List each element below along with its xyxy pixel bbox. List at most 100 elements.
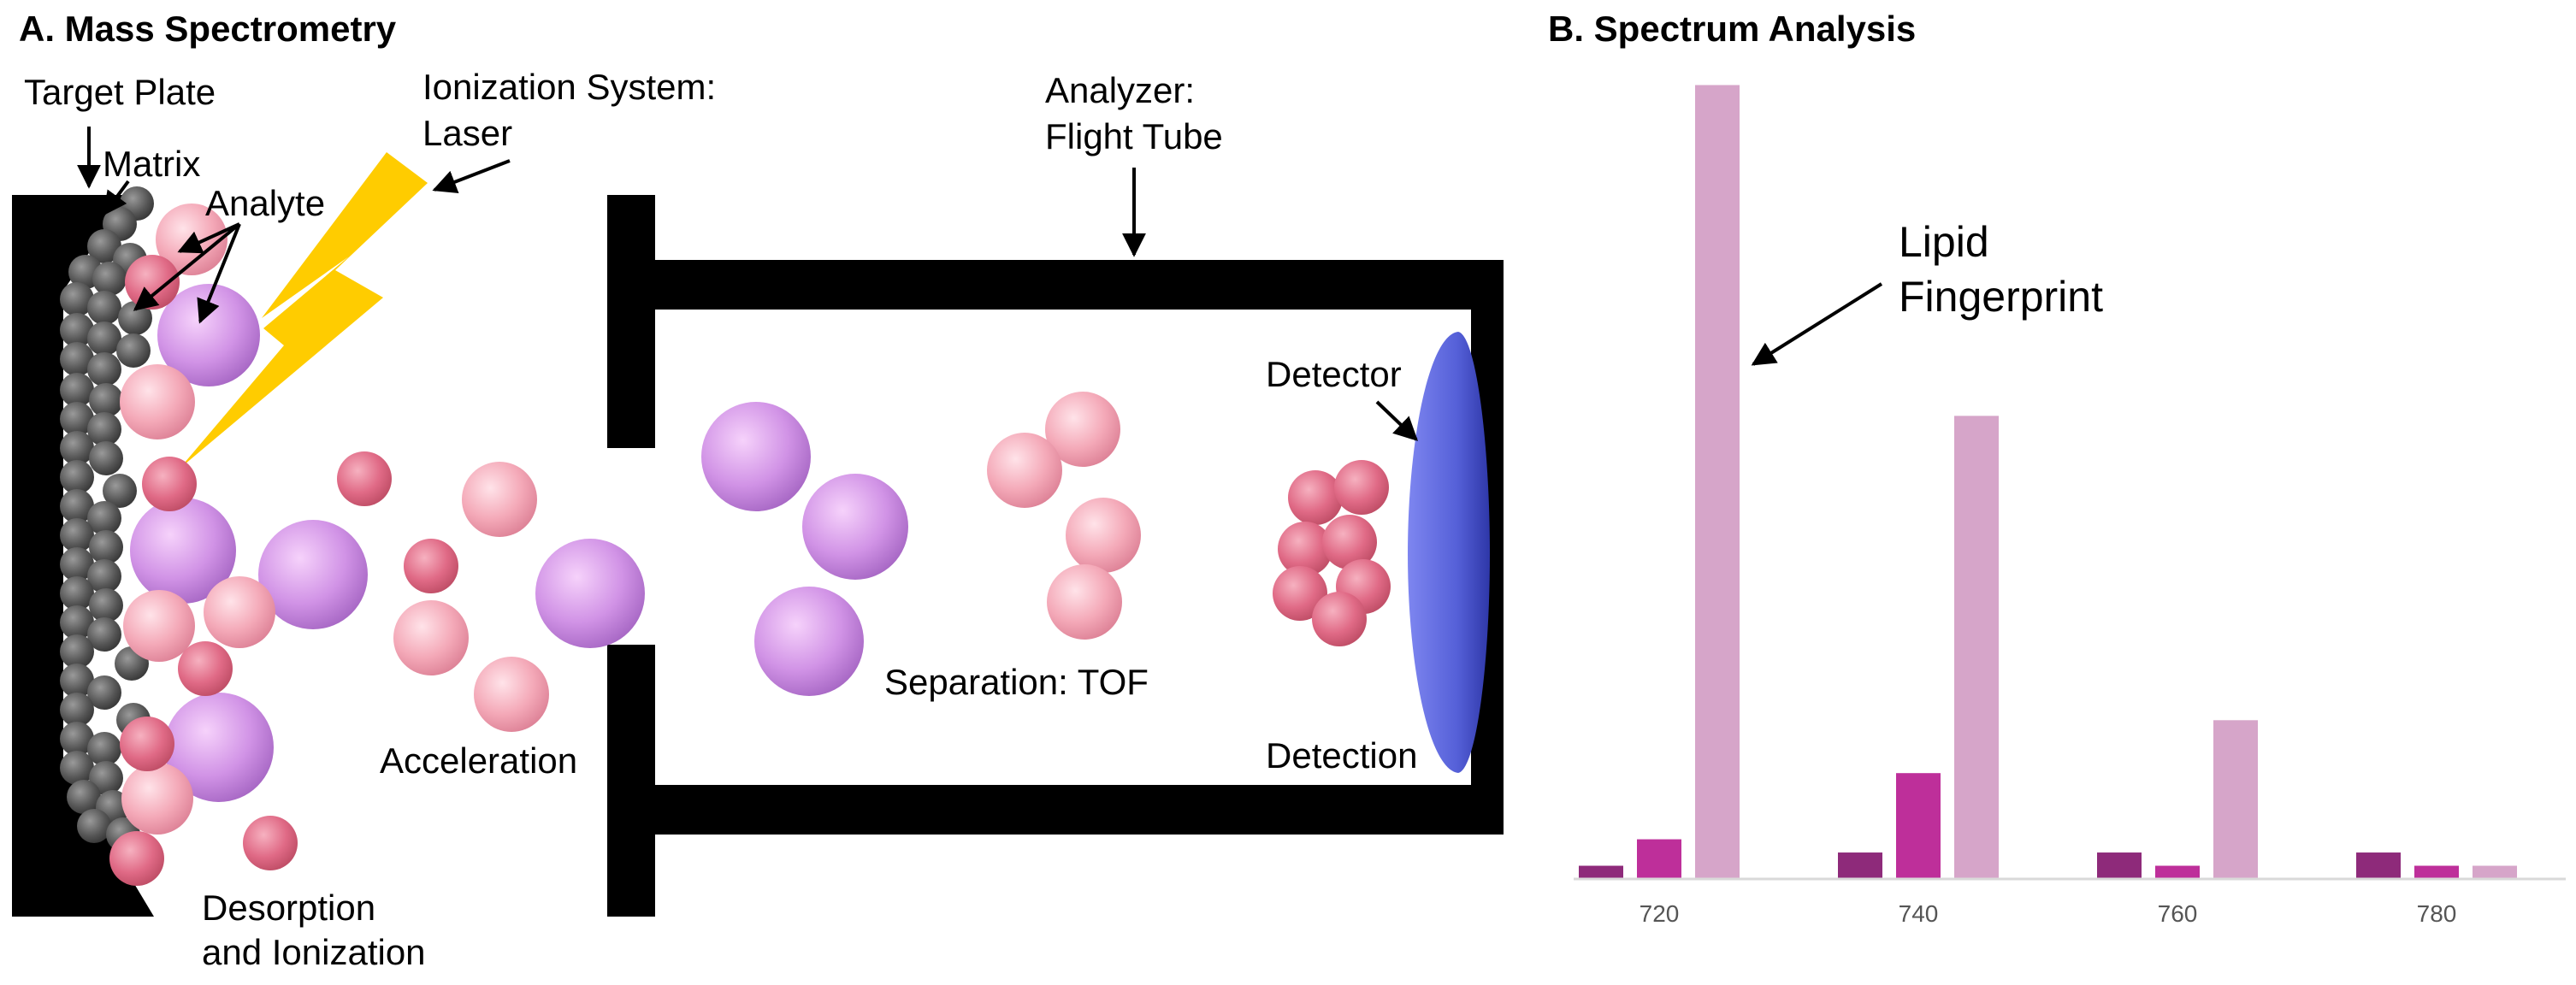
analyte-medium-sphere (204, 576, 275, 648)
analyte-medium-sphere (1047, 564, 1122, 640)
matrix-bead (87, 559, 121, 593)
spectrum-bar (1838, 852, 1882, 879)
analyte-medium-sphere (1045, 392, 1120, 467)
lipid-annotation-arrow (1751, 282, 1883, 366)
analyte-medium-sphere (393, 600, 469, 675)
ionization-arrow (432, 159, 511, 193)
analyte-label: Analyte (205, 183, 325, 223)
analyte-medium-sphere (987, 433, 1062, 508)
spectrum-bar (2356, 852, 2401, 879)
spectrum-bar (2097, 852, 2142, 879)
matrix-bead (60, 489, 94, 523)
analyte-small-sphere (1322, 515, 1377, 569)
analyte-large-sphere (535, 539, 645, 648)
analyte-large-sphere (701, 402, 811, 511)
matrix-bead (87, 229, 121, 263)
spectrum-bar (1896, 773, 1941, 879)
matrix-beads (60, 186, 154, 852)
spectrum-bar (1695, 85, 1740, 880)
matrix-bead (89, 530, 123, 564)
analyzer-label-line1: Analyzer: (1045, 70, 1195, 110)
analyte-medium-sphere (462, 462, 537, 537)
lipid-annotation-line1: Lipid (1899, 218, 1989, 266)
matrix-bead (67, 780, 101, 814)
matrix-bead (60, 518, 94, 552)
x-tick-label: 740 (1899, 900, 1939, 927)
analyte-small-sphere (1273, 566, 1327, 621)
analyte-small-sphere (1278, 522, 1332, 576)
matrix-bead (60, 751, 94, 785)
target-plate (12, 195, 154, 917)
analyte-small-sphere (243, 816, 298, 870)
matrix-bead (60, 693, 94, 727)
spectrum-bar (2155, 865, 2200, 879)
spectrum-bar (2414, 865, 2459, 879)
matrix-bead (60, 605, 94, 640)
panel-a: A. Mass Spectrometry Target Plate Matrix… (12, 9, 1504, 972)
ionization-label-line2: Laser (422, 113, 512, 153)
matrix-bead (92, 262, 127, 296)
spectrum-bar (1637, 839, 1681, 879)
matrix-bead (89, 588, 123, 622)
matrix-bead (60, 634, 94, 669)
matrix-bead (89, 383, 123, 417)
matrix-bead (87, 291, 121, 325)
spectrum-bar (2473, 865, 2517, 879)
matrix-bead (87, 412, 121, 446)
ionization-label-line1: Ionization System: (422, 67, 716, 107)
matrix-arrow (103, 180, 130, 216)
analyte-small-sphere (109, 831, 164, 886)
analyte-small-sphere (125, 255, 180, 310)
analyte-medium-sphere (120, 364, 195, 439)
x-tick-label: 760 (2158, 900, 2198, 927)
matrix-bead (60, 431, 94, 465)
analyte-large-sphere (157, 284, 260, 386)
analyte-large-sphere (164, 693, 274, 802)
detector-label: Detector (1266, 354, 1402, 394)
matrix-bead (60, 576, 94, 610)
lipid-annotation-line2: Fingerprint (1899, 273, 2103, 321)
spectrum-bar (1954, 416, 1999, 879)
analyte-arrow-1 (177, 222, 240, 254)
panel-b-title: B. Spectrum Analysis (1548, 9, 1916, 49)
analyte-arrow-2 (133, 222, 241, 311)
matrix-bead (103, 474, 137, 508)
detection-label: Detection (1266, 735, 1417, 776)
matrix-bead (87, 617, 121, 652)
analyte-medium-sphere (474, 657, 549, 732)
matrix-bead (77, 809, 111, 843)
analyte-small-sphere (142, 457, 197, 511)
matrix-bead (60, 722, 94, 756)
spectrum-bar (1579, 865, 1623, 879)
matrix-bead (116, 333, 151, 368)
analyte-small-sphere (1312, 592, 1367, 646)
desorption-label-line2: and Ionization (202, 932, 426, 972)
analyte-large-sphere (802, 474, 908, 580)
analyte-small-sphere (120, 717, 174, 771)
panel-a-title: A. Mass Spectrometry (19, 9, 397, 49)
matrix-bead (87, 732, 121, 766)
analyte-small-sphere (337, 451, 392, 506)
detector-arrow (1375, 400, 1419, 441)
analyte-large-sphere (258, 520, 368, 629)
matrix-bead (87, 352, 121, 386)
analyte-small-sphere (1334, 460, 1389, 515)
analyte-arrow-3 (197, 223, 241, 324)
spectrum-bar (2213, 720, 2258, 879)
analyte-medium-sphere (1066, 498, 1141, 573)
acceleration-label: Acceleration (380, 740, 577, 781)
matrix-bead (87, 321, 121, 356)
matrix-bead (87, 675, 121, 710)
matrix-bead (60, 547, 94, 581)
analyte-spheres (109, 203, 1391, 886)
analyzer-label-line2: Flight Tube (1045, 116, 1223, 156)
analyte-small-sphere (404, 539, 458, 593)
matrix-bead (60, 460, 94, 494)
matrix-label: Matrix (103, 144, 200, 184)
analyte-small-sphere (1288, 470, 1343, 525)
target-plate-label: Target Plate (24, 72, 216, 112)
separation-label: Separation: TOF (884, 662, 1149, 702)
matrix-bead (60, 402, 94, 436)
